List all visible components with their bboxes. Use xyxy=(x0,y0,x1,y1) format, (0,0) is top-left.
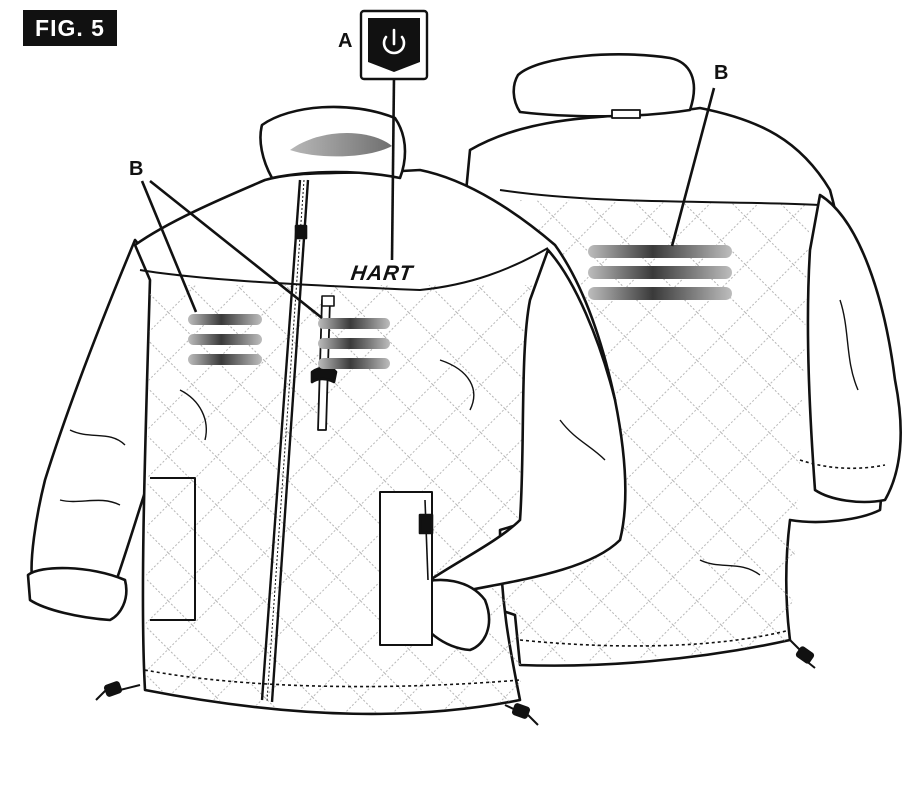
brand-logo: HART xyxy=(349,262,415,285)
power-icon xyxy=(382,28,406,55)
callout-b-back: B xyxy=(714,62,729,84)
heat-zone-right-chest xyxy=(318,318,390,369)
figure-label: FIG. 5 xyxy=(23,10,117,46)
heat-zone-back xyxy=(588,245,732,300)
jacket-front xyxy=(26,105,627,726)
heat-zone-left-chest xyxy=(188,314,262,365)
callout-a: A xyxy=(338,30,353,52)
power-button-callout xyxy=(359,9,429,81)
leader-lines xyxy=(140,75,716,320)
callout-b-front: B xyxy=(129,158,144,180)
